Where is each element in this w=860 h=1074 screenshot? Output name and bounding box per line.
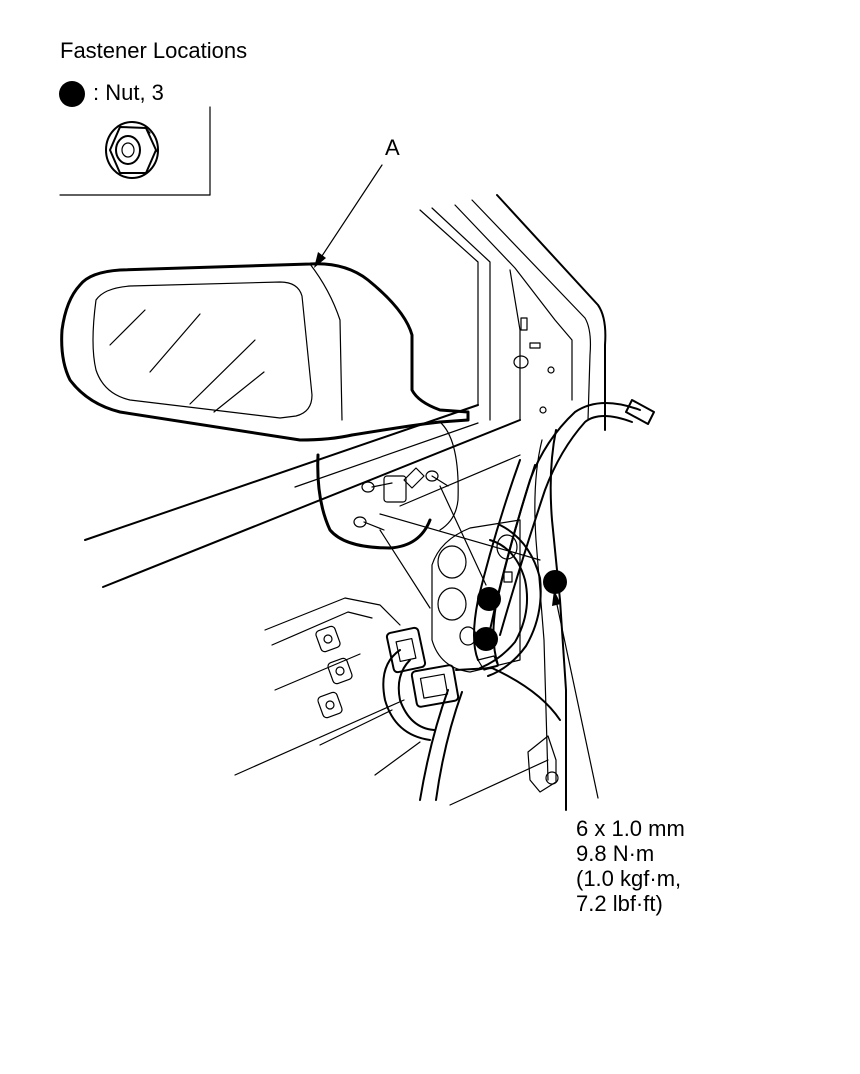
torque-spec: 6 x 1.0 mm 9.8 N·m (1.0 kgf·m, 7.2 lbf·f… xyxy=(576,816,685,916)
flange-nut-icon xyxy=(105,121,159,179)
torque-spec-line-4: 7.2 lbf·ft) xyxy=(576,891,663,916)
door-trim-lower xyxy=(234,597,549,806)
callout-label-a: A xyxy=(385,135,400,160)
nut-marker-legend-icon xyxy=(59,81,85,107)
door-frame xyxy=(419,194,607,431)
lower-bracket xyxy=(527,735,559,793)
nut-markers xyxy=(474,570,567,651)
torque-spec-leader xyxy=(552,590,599,799)
legend-box xyxy=(59,106,211,196)
diagram-title: Fastener Locations xyxy=(60,38,248,63)
legend-text: : Nut, 3 xyxy=(93,80,164,105)
torque-spec-line-3: (1.0 kgf·m, xyxy=(576,866,682,891)
mounting-studs xyxy=(353,454,541,609)
callout-a-leader xyxy=(314,164,383,268)
side-mirror-assembly xyxy=(60,262,470,550)
door-panel-lines xyxy=(84,404,521,588)
torque-spec-line-2: 9.8 N·m xyxy=(576,841,655,866)
nut-marker-lower xyxy=(474,627,498,651)
nut-marker-right xyxy=(543,570,567,594)
wiring-harness-and-rail xyxy=(473,399,655,811)
connector-harness xyxy=(382,626,561,801)
torque-spec-line-1: 6 x 1.0 mm xyxy=(576,816,685,841)
nut-marker-upper xyxy=(477,587,501,611)
